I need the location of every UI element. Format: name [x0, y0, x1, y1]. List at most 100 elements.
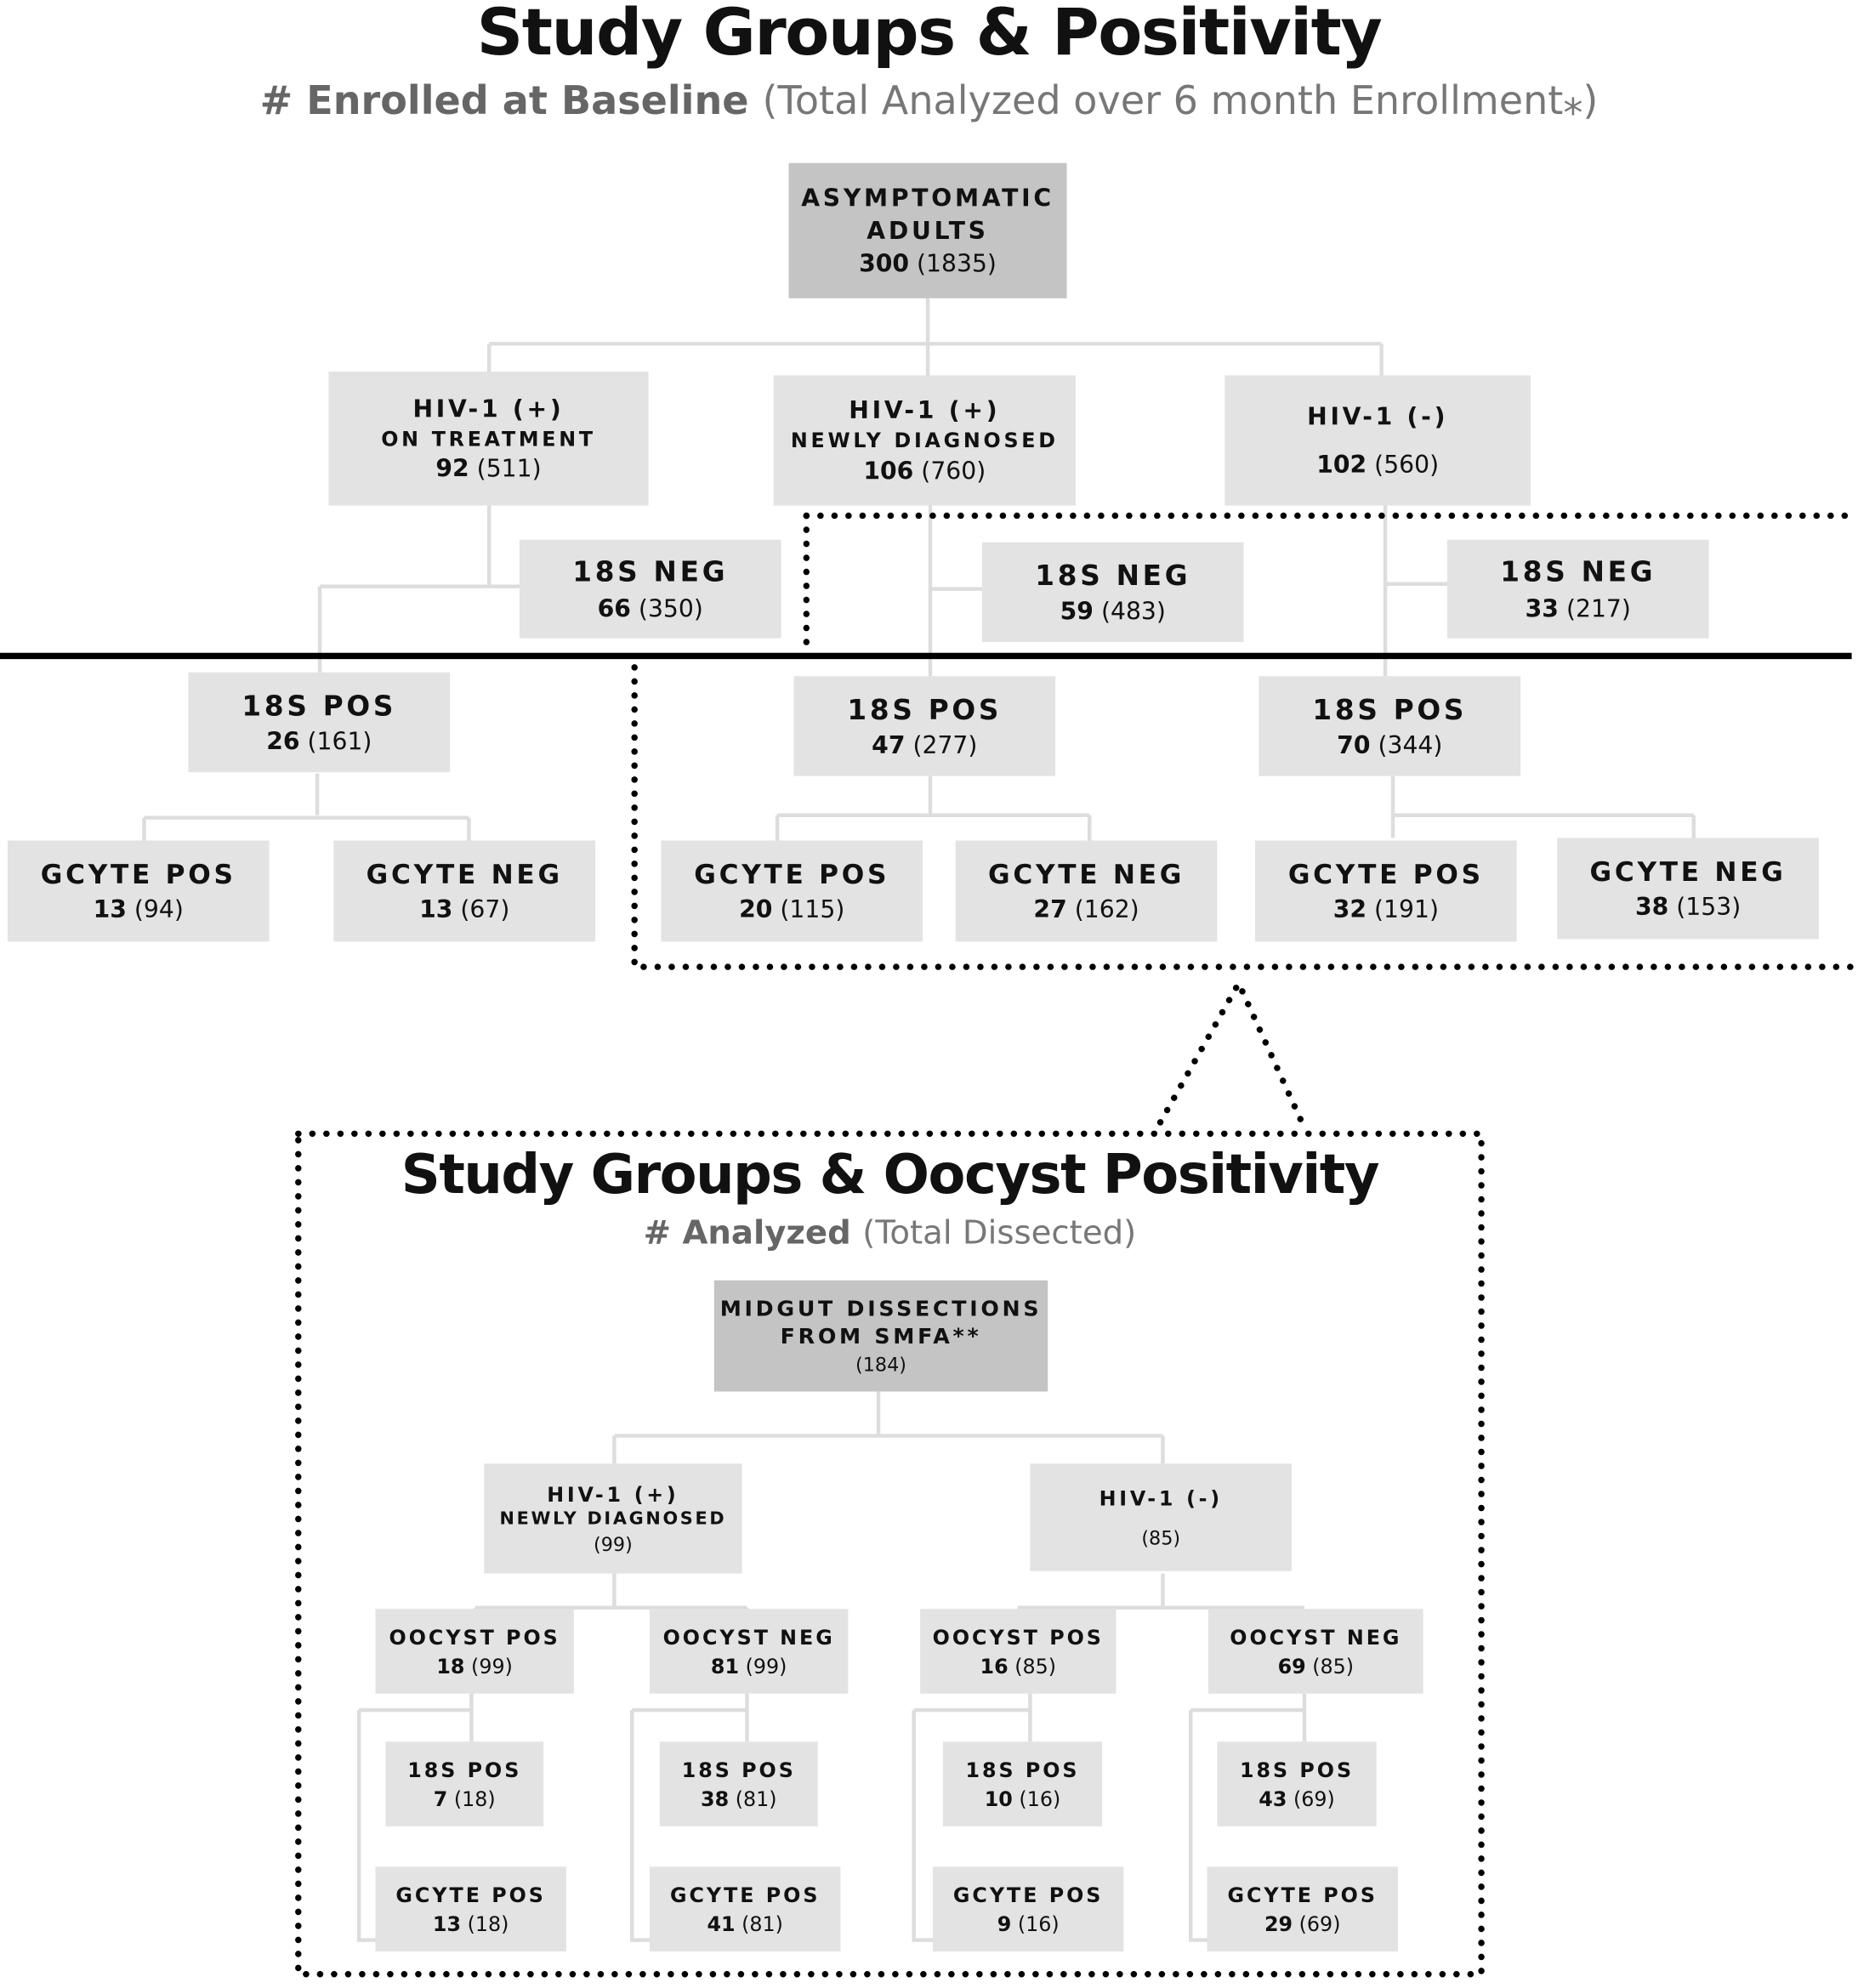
- main-subtitle-paren: (Total Analyzed over 6 month Enrollment⁎…: [762, 78, 1599, 124]
- node-label: GCYTE POS: [395, 1883, 546, 1908]
- node-count: 102 (560): [1316, 451, 1440, 480]
- node-label: 18S POS: [847, 695, 1003, 727]
- main-subtitle-bold: # Enrolled at Baseline: [259, 78, 749, 124]
- node-count: 38 (81): [701, 1786, 777, 1811]
- node-count: 66 (350): [597, 594, 703, 623]
- node-count: 9 (16): [997, 1911, 1060, 1936]
- node-g1-18s-pos: 18S POS 26 (161): [188, 672, 451, 773]
- node-label: FROM SMFA**: [780, 1324, 982, 1350]
- inset-subtitle-paren: (Total Dissected): [862, 1214, 1137, 1253]
- node-label: ON TREATMENT: [381, 427, 596, 452]
- node-label: HIV-1 (+): [412, 395, 565, 423]
- node-count: 33 (217): [1525, 594, 1631, 623]
- node-count: 20 (115): [739, 895, 845, 924]
- node-count: 26 (161): [266, 728, 372, 756]
- node-count: 13 (94): [93, 895, 184, 924]
- node-label: NEWLY DIAGNOSED: [790, 429, 1059, 453]
- node-label: HIV-1 (+): [849, 397, 1001, 426]
- node-count: 59 (483): [1060, 598, 1166, 626]
- node-inset-hiv-pos-newly-diagnosed: HIV-1 (+) NEWLY DIAGNOSED (99): [484, 1463, 742, 1574]
- node-label: GCYTE POS: [694, 859, 890, 890]
- node-label: 18S POS: [965, 1758, 1080, 1783]
- node-label: 18S NEG: [572, 558, 729, 590]
- node-label: GCYTE POS: [1227, 1883, 1378, 1908]
- node-total: (99): [594, 1533, 633, 1557]
- node-a1-gcyte-pos: GCYTE POS 13 (18): [375, 1866, 566, 1952]
- node-count: 47 (277): [872, 731, 978, 760]
- node-count: 300 (1835): [859, 249, 997, 278]
- inset-title: Study Groups & Oocyst Positivity: [401, 1144, 1380, 1207]
- node-b2-18s-pos: 18S POS 43 (69): [1217, 1741, 1377, 1826]
- node-g2-18s-pos: 18S POS 47 (277): [793, 676, 1056, 776]
- node-inset-hiv-neg: HIV-1 (-) (85): [1030, 1463, 1293, 1571]
- node-label: 18S NEG: [1500, 558, 1656, 590]
- inset-subtitle: # Analyzed (Total Dissected): [301, 1211, 1479, 1257]
- node-count: 41 (81): [707, 1911, 783, 1936]
- node-label: OOCYST POS: [932, 1626, 1104, 1650]
- node-b1-gcyte-pos: GCYTE POS 9 (16): [932, 1866, 1124, 1952]
- node-g3-18s-pos: 18S POS 70 (344): [1259, 676, 1521, 776]
- node-g1-18s-neg: 18S NEG 66 (350): [519, 539, 781, 639]
- node-label: OOCYST POS: [389, 1626, 560, 1650]
- node-label: 18S POS: [1239, 1758, 1355, 1783]
- node-count: 69 (85): [1277, 1654, 1355, 1678]
- node-b2-gcyte-pos: GCYTE POS 29 (69): [1207, 1866, 1398, 1952]
- node-count: 7 (18): [433, 1786, 496, 1811]
- node-label: GCYTE NEG: [1589, 856, 1787, 888]
- node-count: 43 (69): [1259, 1786, 1335, 1811]
- node-a2-18s-pos: 18S POS 38 (81): [659, 1741, 818, 1826]
- main-title: Study Groups & Positivity: [476, 0, 1383, 71]
- inset-subtitle-bold: # Analyzed: [643, 1214, 851, 1253]
- node-hiv-pos-on-treatment: HIV-1 (+) ON TREATMENT 92 (511): [328, 372, 649, 506]
- node-g2-18s-neg: 18S NEG 59 (483): [981, 542, 1244, 643]
- node-count: 16 (85): [980, 1654, 1057, 1678]
- node-a1-18s-pos: 18S POS 7 (18): [385, 1741, 544, 1826]
- node-b-oocyst-pos: OOCYST POS 16 (85): [920, 1609, 1117, 1694]
- node-count: 81 (99): [710, 1654, 787, 1678]
- node-count: 18 (99): [436, 1654, 513, 1678]
- node-count: 92 (511): [435, 455, 542, 483]
- node-count: 13 (67): [419, 895, 510, 924]
- node-count: 13 (18): [432, 1911, 509, 1936]
- node-label: 18S POS: [681, 1758, 796, 1783]
- node-g3-gcyte-neg: GCYTE NEG 38 (153): [1557, 838, 1819, 940]
- node-label: GCYTE POS: [1287, 859, 1484, 890]
- node-total: (184): [855, 1354, 907, 1377]
- node-g2-gcyte-neg: GCYTE NEG 27 (162): [955, 840, 1218, 942]
- node-label: GCYTE POS: [40, 859, 236, 890]
- node-b-oocyst-neg: OOCYST NEG 69 (85): [1207, 1609, 1423, 1694]
- node-count: 29 (69): [1264, 1911, 1341, 1936]
- node-g3-18s-neg: 18S NEG 33 (217): [1446, 539, 1709, 639]
- node-label: NEWLY DIAGNOSED: [499, 1508, 727, 1530]
- node-g1-gcyte-pos: GCYTE POS 13 (94): [7, 840, 270, 942]
- main-subtitle: # Enrolled at Baseline (Total Analyzed o…: [0, 76, 1858, 126]
- node-label: GCYTE POS: [669, 1883, 821, 1908]
- node-count: 27 (162): [1033, 895, 1139, 924]
- node-g1-gcyte-neg: GCYTE NEG 13 (67): [333, 840, 596, 942]
- node-label: 18S NEG: [1035, 560, 1191, 594]
- node-label: HIV-1 (-): [1099, 1485, 1223, 1511]
- node-label: MIDGUT DISSECTIONS: [719, 1296, 1043, 1322]
- node-label: HIV-1 (+): [547, 1482, 679, 1507]
- node-asymptomatic-adults: ASYMPTOMATIC ADULTS 300 (1835): [788, 162, 1067, 298]
- node-count: 70 (344): [1337, 731, 1443, 760]
- node-label: 18S POS: [1312, 695, 1468, 727]
- node-count: 10 (16): [984, 1786, 1061, 1811]
- node-count: 38 (153): [1634, 893, 1742, 922]
- node-label: 18S POS: [407, 1758, 522, 1783]
- node-total: (85): [1141, 1526, 1181, 1550]
- node-label: HIV-1 (-): [1307, 403, 1449, 431]
- node-label: OOCYST NEG: [1230, 1626, 1402, 1650]
- node-label: GCYTE NEG: [987, 859, 1185, 890]
- node-hiv-pos-newly-diagnosed: HIV-1 (+) NEWLY DIAGNOSED 106 (760): [773, 375, 1076, 506]
- node-label: GCYTE NEG: [366, 859, 563, 890]
- node-label: ADULTS: [866, 216, 989, 245]
- node-a-oocyst-pos: OOCYST POS 18 (99): [375, 1609, 574, 1694]
- node-a2-gcyte-pos: GCYTE POS 41 (81): [650, 1866, 841, 1952]
- node-hiv-neg: HIV-1 (-) 102 (560): [1224, 375, 1531, 506]
- node-count: 32 (191): [1332, 895, 1439, 924]
- node-g3-gcyte-pos: GCYTE POS 32 (191): [1254, 840, 1517, 942]
- node-b1-18s-pos: 18S POS 10 (16): [942, 1741, 1103, 1826]
